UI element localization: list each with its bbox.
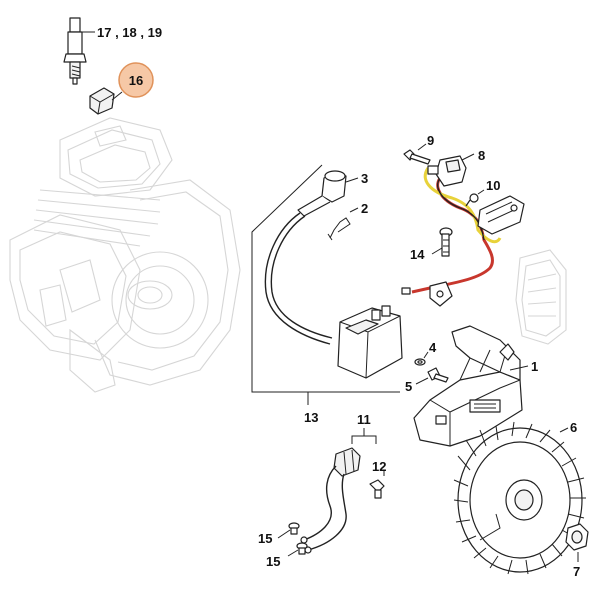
callout-5: 5 <box>405 379 412 394</box>
spark-plug-boot[interactable] <box>89 87 115 115</box>
callout-2: 2 <box>361 201 368 216</box>
callout-13: 1 <box>531 359 538 374</box>
callout-14: 14 <box>410 247 425 262</box>
ghost-engine-housing <box>9 117 241 393</box>
callout-11: 11 <box>357 412 371 427</box>
callout-8: 8 <box>478 148 485 163</box>
callout-10: 10 <box>486 178 500 193</box>
screw-12[interactable] <box>369 479 385 499</box>
screw-15-upper[interactable] <box>288 522 300 535</box>
short-circuit-wire-harness[interactable] <box>401 155 525 307</box>
callout-15-lower: 15 <box>266 554 280 569</box>
ignition-coil-module[interactable] <box>337 305 403 379</box>
callout-3: 3 <box>361 171 368 186</box>
ignition-lead[interactable] <box>264 170 347 345</box>
group-bracket-1 <box>251 164 400 393</box>
callout-12: 12 <box>372 459 386 474</box>
screw-10[interactable] <box>465 193 479 207</box>
screw-15-lower[interactable] <box>296 542 308 555</box>
washer-4[interactable] <box>414 358 426 366</box>
spark-plug[interactable] <box>63 17 87 85</box>
callout-15-upper: 15 <box>258 531 272 546</box>
group-bracket-11 <box>351 435 377 444</box>
ignition-base-plate[interactable] <box>413 325 523 447</box>
screw-5[interactable] <box>427 367 449 383</box>
callout-4: 4 <box>429 340 437 355</box>
screw-14[interactable] <box>439 227 453 257</box>
highlight-circle-16[interactable] <box>118 62 154 98</box>
callout-9: 9 <box>427 133 434 148</box>
callout-6: 6 <box>570 420 577 435</box>
callout-16: 16 <box>129 73 143 88</box>
callout-7: 7 <box>573 564 580 579</box>
screw-9[interactable] <box>403 149 431 165</box>
callout-1: 13 <box>304 410 318 425</box>
flywheel-nut[interactable] <box>565 523 589 551</box>
ground-cable[interactable] <box>300 447 361 554</box>
ghost-side-cover <box>515 249 567 345</box>
flywheel[interactable] <box>453 421 586 575</box>
callout-17-18-19: 17 , 18 , 19 <box>97 25 162 40</box>
spring-clip[interactable] <box>327 217 351 241</box>
